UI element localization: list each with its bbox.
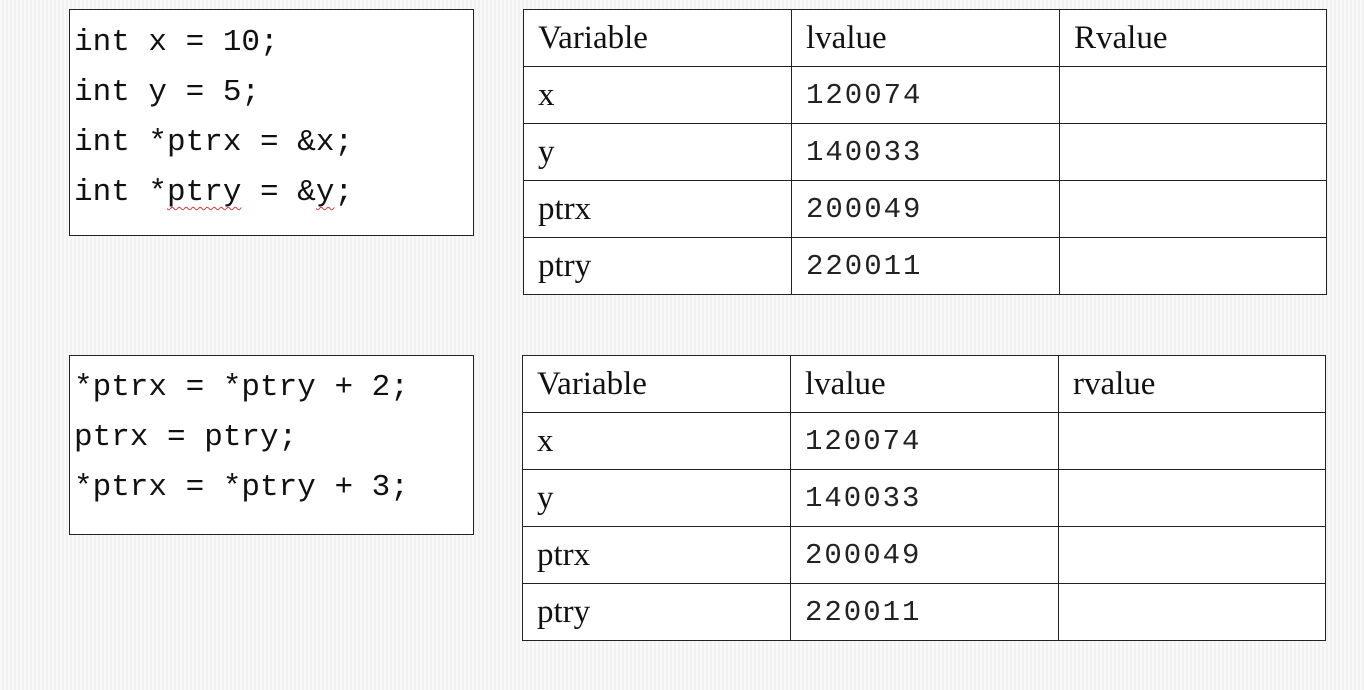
cell-rvalue xyxy=(1058,583,1326,641)
table-row: x 120074 xyxy=(523,66,1327,124)
code-line: *ptrx = *ptry + 3; xyxy=(74,470,409,505)
header-lvalue: lvalue xyxy=(790,355,1059,413)
cell-variable: y xyxy=(522,469,791,527)
cell-variable: x xyxy=(523,66,792,124)
cell-lvalue: 140033 xyxy=(791,123,1060,181)
header-variable: Variable xyxy=(523,9,792,67)
cell-rvalue xyxy=(1059,66,1327,124)
cell-rvalue xyxy=(1058,526,1326,584)
cell-lvalue: 220011 xyxy=(790,583,1059,641)
table-row: ptrx 200049 xyxy=(523,180,1327,238)
code-line: int y = 5; xyxy=(74,75,261,110)
cell-rvalue xyxy=(1059,180,1327,238)
cell-variable: ptrx xyxy=(522,526,791,584)
cell-variable: ptry xyxy=(523,237,792,295)
header-rvalue: rvalue xyxy=(1058,355,1326,413)
code-line: int x = 10; xyxy=(74,25,279,60)
cell-rvalue xyxy=(1058,412,1326,470)
memory-table-after: Variable lvalue rvalue x 120074 y 140033… xyxy=(522,355,1326,641)
cell-rvalue xyxy=(1059,123,1327,181)
table-row: y 140033 xyxy=(523,123,1327,181)
table-row: ptrx 200049 xyxy=(522,526,1326,584)
cell-rvalue xyxy=(1059,237,1327,295)
header-variable: Variable xyxy=(522,355,791,413)
table-row: y 140033 xyxy=(522,469,1326,527)
table-header-row: Variable lvalue Rvalue xyxy=(523,9,1327,67)
cell-lvalue: 140033 xyxy=(790,469,1059,527)
cell-lvalue: 220011 xyxy=(791,237,1060,295)
code-line-spellchecked: int *ptry = &y; xyxy=(74,175,354,210)
memory-table-initial: Variable lvalue Rvalue x 120074 y 140033… xyxy=(523,9,1327,295)
code-line: *ptrx = *ptry + 2; xyxy=(74,370,409,405)
cell-lvalue: 200049 xyxy=(791,180,1060,238)
cell-variable: ptry xyxy=(522,583,791,641)
cell-variable: ptrx xyxy=(523,180,792,238)
table-header-row: Variable lvalue rvalue xyxy=(522,355,1326,413)
table-row: x 120074 xyxy=(522,412,1326,470)
cell-variable: x xyxy=(522,412,791,470)
code-line: ptrx = ptry; xyxy=(74,420,298,455)
table-row: ptry 220011 xyxy=(522,583,1326,641)
cell-lvalue: 120074 xyxy=(791,66,1060,124)
code-line: int *ptrx = &x; xyxy=(74,125,354,160)
table-row: ptry 220011 xyxy=(523,237,1327,295)
cell-rvalue xyxy=(1058,469,1326,527)
header-lvalue: lvalue xyxy=(791,9,1060,67)
header-rvalue: Rvalue xyxy=(1059,9,1327,67)
code-snippet-declarations: int x = 10; int y = 5; int *ptrx = &x; i… xyxy=(69,9,474,236)
cell-lvalue: 200049 xyxy=(790,526,1059,584)
cell-variable: y xyxy=(523,123,792,181)
code-snippet-assignments: *ptrx = *ptry + 2; ptrx = ptry; *ptrx = … xyxy=(69,355,474,535)
cell-lvalue: 120074 xyxy=(790,412,1059,470)
